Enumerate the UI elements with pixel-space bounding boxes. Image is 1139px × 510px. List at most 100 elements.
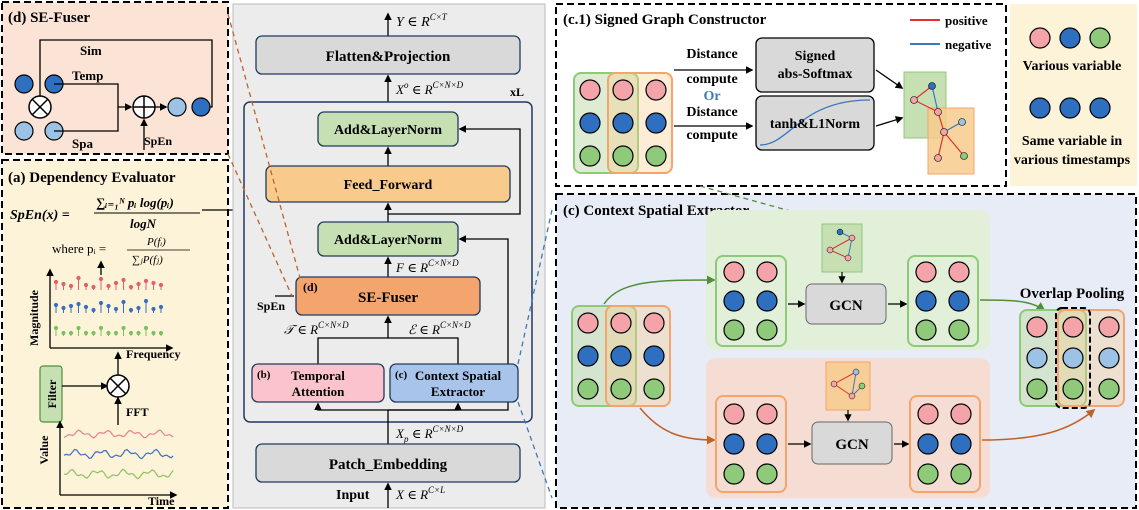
spectrum-dot xyxy=(53,325,59,331)
spectrum-dot xyxy=(98,276,104,282)
filter-label: Filter xyxy=(45,379,59,408)
node-light-blue xyxy=(14,121,34,141)
layers-label: xL xyxy=(510,85,524,99)
spectrum-dot xyxy=(106,330,111,336)
spectrum-dot xyxy=(158,282,164,288)
panel-d-title: (d) SE-Fuser xyxy=(8,10,90,26)
variable-node xyxy=(915,261,937,283)
spectrum-dot xyxy=(113,280,119,286)
variable-node xyxy=(610,345,632,367)
node-light-blue xyxy=(167,97,187,117)
flatten-projection-block xyxy=(255,35,521,75)
negative-label: negative xyxy=(945,37,991,52)
spectrum-dot xyxy=(143,298,149,304)
add-layernorm-block xyxy=(317,111,459,147)
add-layernorm-block xyxy=(317,221,459,257)
spectrum-dot xyxy=(61,281,66,287)
node-blue xyxy=(191,97,211,117)
se-fuser-block xyxy=(295,276,481,316)
panel-dependency-evaluator: (a) Dependency Evaluator SpEn(x) = ∑ᵢ₌₁ᴺ… xyxy=(1,159,294,509)
variable-node xyxy=(917,403,939,425)
spectrum-dot xyxy=(83,304,89,310)
context-spatial-extractor-block xyxy=(389,363,519,403)
panel-context-spatial-extractor: (c) Context Spatial Extractor xyxy=(555,185,1137,509)
f-formula: F ∈ RC×N×D xyxy=(395,258,459,275)
variable-node xyxy=(948,290,970,312)
output-formula: Y ∈ RC×T xyxy=(396,12,448,30)
fft-label: FFT xyxy=(126,405,149,419)
spectrum-dot xyxy=(113,330,119,336)
variable-node xyxy=(645,145,667,167)
variable-node xyxy=(723,319,745,341)
variable-node xyxy=(756,403,778,425)
panel-signed-graph-constructor: (c.1) Signed Graph Constructor Distance … xyxy=(555,3,1007,187)
variable-node xyxy=(1062,347,1084,369)
spectrum-dot xyxy=(91,284,96,290)
or-label: Or xyxy=(703,89,720,104)
overlap-region xyxy=(1055,307,1091,409)
variable-node xyxy=(1026,378,1048,400)
variable-node xyxy=(577,378,599,400)
variable-node xyxy=(643,345,665,367)
variable-node xyxy=(1062,378,1084,400)
sim-label: Sim xyxy=(80,43,102,58)
variable-node xyxy=(756,290,778,312)
time-series-plot: Value Time xyxy=(37,420,178,508)
temporal-label-1: Temporal xyxy=(291,368,345,383)
spectrum-dot xyxy=(151,330,156,336)
link-d-top xyxy=(227,13,301,279)
spectrum-dot xyxy=(136,305,141,311)
se-fuser-label: SE-Fuser xyxy=(358,290,418,306)
cse-label-1: Context Spatial xyxy=(415,368,502,383)
panel-a-title: (a) Dependency Evaluator xyxy=(8,170,176,186)
link-d-bottom xyxy=(227,153,293,297)
multiply-icon xyxy=(106,374,130,398)
signed-label-1: Signed xyxy=(795,49,836,64)
spectrum-dot xyxy=(83,330,89,336)
formula-numerator: ∑ᵢ₌₁ᴺ pᵢ log(pᵢ) xyxy=(96,195,174,210)
time-label: Time xyxy=(148,494,175,508)
variable-node xyxy=(610,378,632,400)
variable-node xyxy=(643,312,665,334)
spectrum-dot xyxy=(143,278,149,284)
tanh-curve-icon xyxy=(759,99,871,146)
spectrum-dot xyxy=(53,279,59,285)
node-blue xyxy=(14,74,34,94)
spectrum-dot xyxy=(128,284,134,290)
graph-icon-top xyxy=(821,223,863,273)
variable-node xyxy=(756,433,778,455)
spectrum-dot xyxy=(151,306,156,312)
variable-node xyxy=(645,79,667,101)
variable-node xyxy=(948,319,970,341)
panel-c1-title: (c.1) Signed Graph Constructor xyxy=(563,12,767,28)
spectrum-dot xyxy=(136,281,141,287)
spectrum-dot xyxy=(76,275,81,281)
input-formula: X ∈ RC×L xyxy=(395,485,445,502)
variable-node xyxy=(645,112,667,134)
spectrum-dot xyxy=(158,304,164,310)
spectrum-dot xyxy=(76,301,81,307)
add-icon xyxy=(132,95,156,119)
variable-node xyxy=(723,290,745,312)
variable-node xyxy=(756,319,778,341)
feed-forward-label: Feed_Forward xyxy=(344,178,433,193)
spectrum-dot xyxy=(61,305,66,311)
filter-box xyxy=(39,365,63,423)
panel-se-fuser: (d) SE-Fuser Sim Temp Spa S xyxy=(1,1,229,155)
frequency-label: Frequency xyxy=(126,347,180,361)
add-norm-top-label: Add&LayerNorm xyxy=(334,123,442,138)
temporal-attention-block xyxy=(251,363,385,403)
variable-node xyxy=(579,145,601,167)
variable-node xyxy=(723,433,745,455)
variable-node xyxy=(1026,316,1048,338)
spectrum-dot xyxy=(106,283,111,289)
variable-node xyxy=(577,345,599,367)
signed-graph-icon xyxy=(903,71,975,175)
xp-formula: Xp ∈ RC×N×D xyxy=(395,424,464,444)
distance-label-2: Distance xyxy=(686,105,737,120)
cse-label-2: Extractor xyxy=(431,384,485,399)
overlap-pooling-label: Overlap Pooling xyxy=(1020,286,1125,302)
variable-node xyxy=(756,463,778,485)
variable-node xyxy=(917,463,939,485)
